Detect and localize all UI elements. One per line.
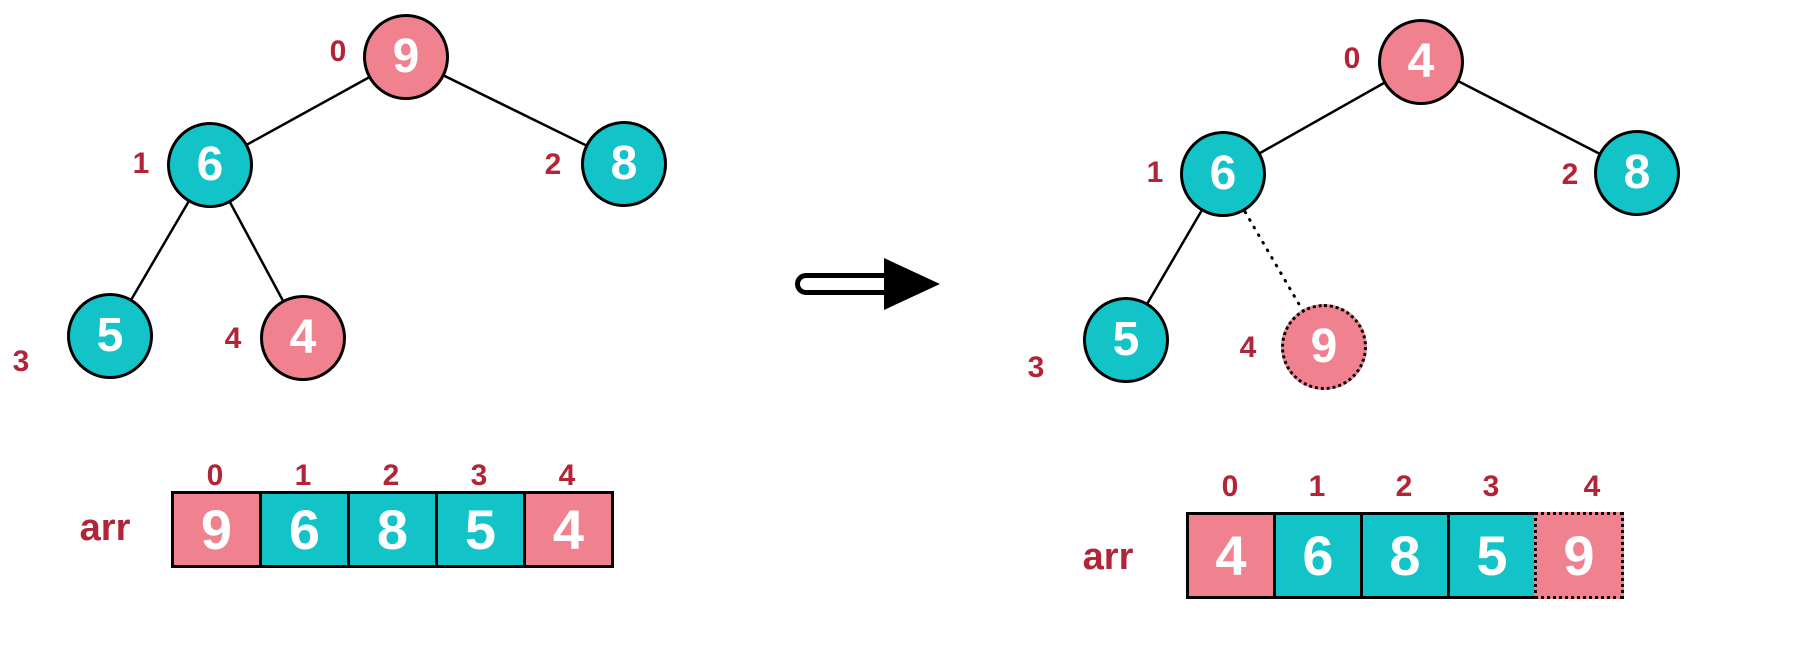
before-tree-node-1: 6 bbox=[167, 122, 253, 208]
before-tree-node-0: 9 bbox=[363, 14, 449, 100]
after-tree-node-3: 5 bbox=[1083, 297, 1169, 383]
before-array-index-2: 2 bbox=[382, 459, 400, 492]
before-array: 9 6 8 5 4 bbox=[171, 491, 614, 568]
before-node-index-0: 0 bbox=[329, 35, 347, 68]
before-array-index-4: 4 bbox=[558, 459, 576, 492]
node-value: 5 bbox=[96, 309, 124, 362]
node-value: 9 bbox=[1310, 320, 1338, 373]
before-node-index-3: 3 bbox=[12, 345, 30, 378]
cell-value: 6 bbox=[1302, 523, 1334, 587]
before-array-index-1: 1 bbox=[294, 459, 312, 492]
before-array-cell-1: 6 bbox=[259, 491, 350, 568]
arrow-head bbox=[884, 258, 940, 310]
after-array-index-0: 0 bbox=[1221, 470, 1239, 503]
node-value: 5 bbox=[1112, 313, 1140, 366]
after-node-index-1: 1 bbox=[1146, 156, 1164, 189]
after-array-cell-3: 5 bbox=[1447, 512, 1537, 599]
cell-value: 9 bbox=[200, 497, 233, 561]
before-node-index-2: 2 bbox=[544, 148, 562, 181]
after-node-index-3: 3 bbox=[1027, 351, 1045, 384]
after-node-index-2: 2 bbox=[1561, 158, 1579, 191]
after-array-index-2: 2 bbox=[1395, 470, 1413, 503]
node-value: 6 bbox=[1209, 147, 1237, 200]
after-array-label: arr bbox=[1082, 536, 1134, 578]
before-array-index-3: 3 bbox=[470, 459, 488, 492]
before-array-index-0: 0 bbox=[206, 459, 224, 492]
cell-value: 5 bbox=[464, 497, 497, 561]
before-array-label: arr bbox=[79, 507, 131, 549]
after-array-index-3: 3 bbox=[1482, 470, 1500, 503]
arrow-shaft bbox=[795, 273, 886, 295]
after-tree-node-0: 4 bbox=[1378, 19, 1464, 105]
cell-value: 4 bbox=[1215, 523, 1247, 587]
node-value: 4 bbox=[289, 311, 317, 364]
after-array-cell-0: 4 bbox=[1186, 512, 1276, 599]
node-value: 9 bbox=[392, 30, 420, 83]
after-tree-node-4-dotted: 9 bbox=[1281, 304, 1367, 390]
before-node-index-1: 1 bbox=[132, 147, 150, 180]
after-array-cell-4-dotted: 9 bbox=[1534, 512, 1624, 599]
cell-value: 8 bbox=[1389, 523, 1421, 587]
after-array-index-4: 4 bbox=[1583, 470, 1601, 503]
before-array-cell-0: 9 bbox=[171, 491, 262, 568]
after-tree-node-2: 8 bbox=[1594, 130, 1680, 216]
after-node-index-0: 0 bbox=[1343, 42, 1361, 75]
right-arrow-icon bbox=[795, 258, 940, 310]
after-node-index-4: 4 bbox=[1239, 331, 1257, 364]
after-array-cell-2: 8 bbox=[1360, 512, 1450, 599]
before-array-cell-2: 8 bbox=[347, 491, 438, 568]
before-array-cell-4: 4 bbox=[523, 491, 614, 568]
before-array-cell-3: 5 bbox=[435, 491, 526, 568]
node-value: 8 bbox=[610, 137, 638, 190]
after-array: 4 6 8 5 9 bbox=[1186, 512, 1624, 599]
before-tree-node-3: 5 bbox=[67, 293, 153, 379]
after-tree-node-1: 6 bbox=[1180, 131, 1266, 217]
node-value: 8 bbox=[1623, 146, 1651, 199]
node-value: 4 bbox=[1407, 35, 1435, 88]
node-value: 6 bbox=[196, 138, 224, 191]
before-tree-node-2: 8 bbox=[581, 121, 667, 207]
cell-value: 6 bbox=[288, 497, 321, 561]
after-array-index-1: 1 bbox=[1308, 470, 1326, 503]
cell-value: 9 bbox=[1563, 523, 1595, 587]
before-tree-node-4: 4 bbox=[260, 295, 346, 381]
before-node-index-4: 4 bbox=[224, 322, 242, 355]
after-array-cell-1: 6 bbox=[1273, 512, 1363, 599]
cell-value: 8 bbox=[376, 497, 409, 561]
cell-value: 4 bbox=[552, 497, 585, 561]
cell-value: 5 bbox=[1476, 523, 1508, 587]
